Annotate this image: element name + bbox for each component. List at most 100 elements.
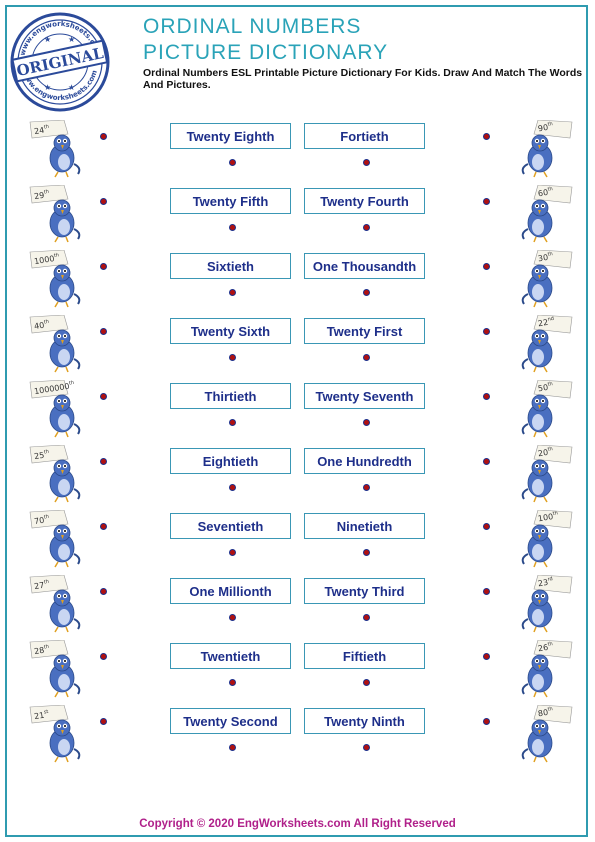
match-dot-word[interactable] (363, 224, 370, 231)
svg-text:28th: 28th (33, 644, 50, 656)
match-dot-word[interactable] (363, 744, 370, 751)
svg-text:20th: 20th (537, 446, 554, 458)
bird-holding-sign-icon: 25th (29, 445, 81, 503)
match-dot-right[interactable] (483, 653, 490, 660)
bird-holding-sign-icon: 21st (29, 705, 81, 763)
word-box[interactable]: Fiftieth (304, 643, 425, 669)
word-box[interactable]: One Millionth (170, 578, 291, 604)
bird-holding-sign-icon: 70th (29, 510, 81, 568)
match-dot-left[interactable] (100, 263, 107, 270)
ordinal-number: 22 (537, 318, 548, 328)
match-dot-word[interactable] (229, 484, 236, 491)
word-box[interactable]: Thirtieth (170, 383, 291, 409)
match-dot-word[interactable] (363, 614, 370, 621)
svg-text:26th: 26th (537, 641, 554, 653)
ordinal-number: 100 (537, 512, 554, 523)
word-box[interactable]: Twenty Sixth (170, 318, 291, 344)
match-dot-left[interactable] (100, 328, 107, 335)
word-box[interactable]: Twenty First (304, 318, 425, 344)
ordinal-number: 25 (34, 451, 45, 461)
ordinal-number: 27 (34, 581, 45, 591)
match-dot-word[interactable] (363, 549, 370, 556)
word-box[interactable]: Twenty Ninth (304, 708, 425, 734)
match-dot-word[interactable] (229, 224, 236, 231)
match-dot-right[interactable] (483, 458, 490, 465)
match-dot-right[interactable] (483, 263, 490, 270)
ordinal-suffix: th (43, 644, 49, 651)
ordinal-suffix: th (547, 446, 553, 453)
match-dot-left[interactable] (100, 393, 107, 400)
word-box[interactable]: Twentieth (170, 643, 291, 669)
ordinal-suffix: st (43, 709, 48, 716)
word-box[interactable]: Twenty Third (304, 578, 425, 604)
word-box[interactable]: Twenty Fifth (170, 188, 291, 214)
bird-holding-sign-icon: 50th (521, 380, 573, 438)
svg-text:25th: 25th (33, 449, 50, 461)
match-dot-left[interactable] (100, 133, 107, 140)
match-dot-word[interactable] (229, 549, 236, 556)
bird-holding-sign-icon: 30th (521, 250, 573, 308)
match-dot-word[interactable] (229, 614, 236, 621)
svg-text:21st: 21st (33, 709, 49, 721)
match-dot-word[interactable] (363, 484, 370, 491)
match-dot-word[interactable] (229, 289, 236, 296)
match-dot-right[interactable] (483, 523, 490, 530)
ordinal-suffix: th (547, 706, 553, 713)
word-box[interactable]: Twenty Fourth (304, 188, 425, 214)
match-dot-word[interactable] (229, 354, 236, 361)
match-dot-word[interactable] (229, 744, 236, 751)
match-dot-right[interactable] (483, 133, 490, 140)
match-dot-left[interactable] (100, 458, 107, 465)
match-dot-left[interactable] (100, 718, 107, 725)
match-row: 28th Twentieth Fiftieth 26th (0, 640, 595, 700)
word-box[interactable]: Twenty Second (170, 708, 291, 734)
page-title-line1: ORDINAL NUMBERS (143, 15, 362, 38)
word-box[interactable]: Ninetieth (304, 513, 425, 539)
match-dot-word[interactable] (363, 354, 370, 361)
match-dot-word[interactable] (363, 679, 370, 686)
word-box[interactable]: Twenty Eighth (170, 123, 291, 149)
ordinal-suffix: nd (547, 316, 554, 323)
word-box[interactable]: Twenty Seventh (304, 383, 425, 409)
ordinal-number: 29 (34, 191, 45, 201)
match-dot-word[interactable] (229, 159, 236, 166)
ordinal-number: 40 (34, 321, 45, 331)
svg-text:40th: 40th (33, 319, 50, 331)
match-dot-left[interactable] (100, 653, 107, 660)
ordinal-suffix: th (43, 514, 49, 521)
match-dot-right[interactable] (483, 718, 490, 725)
match-dot-word[interactable] (363, 289, 370, 296)
bird-holding-sign-icon: 90th (521, 120, 573, 178)
word-box[interactable]: One Thousandth (304, 253, 425, 279)
match-row: 21st Twenty Second Twenty Ninth 80th (0, 705, 595, 765)
ordinal-suffix: th (43, 124, 49, 131)
match-dot-right[interactable] (483, 393, 490, 400)
ordinal-number: 70 (34, 516, 45, 526)
bird-holding-sign-icon: 20th (521, 445, 573, 503)
word-box[interactable]: One Hundredth (304, 448, 425, 474)
svg-text:24th: 24th (33, 124, 50, 136)
match-dot-word[interactable] (363, 159, 370, 166)
ordinal-number: 90 (537, 123, 548, 133)
ordinal-suffix: th (43, 319, 49, 326)
match-dot-right[interactable] (483, 588, 490, 595)
page-title-line2: PICTURE DICTIONARY (143, 41, 389, 64)
match-dot-word[interactable] (229, 679, 236, 686)
word-box[interactable]: Eightieth (170, 448, 291, 474)
match-dot-left[interactable] (100, 588, 107, 595)
svg-text:29th: 29th (33, 189, 50, 201)
match-dot-right[interactable] (483, 328, 490, 335)
word-box[interactable]: Sixtieth (170, 253, 291, 279)
match-dot-left[interactable] (100, 523, 107, 530)
bird-holding-sign-icon: 80th (521, 705, 573, 763)
match-dot-right[interactable] (483, 198, 490, 205)
ordinal-number: 21 (34, 711, 45, 721)
word-box[interactable]: Seventieth (170, 513, 291, 539)
match-dot-left[interactable] (100, 198, 107, 205)
svg-text:50th: 50th (537, 381, 554, 393)
match-dot-word[interactable] (229, 419, 236, 426)
word-box[interactable]: Fortieth (304, 123, 425, 149)
ordinal-number: 23 (537, 578, 548, 588)
svg-text:23rd: 23rd (537, 576, 554, 588)
match-dot-word[interactable] (363, 419, 370, 426)
